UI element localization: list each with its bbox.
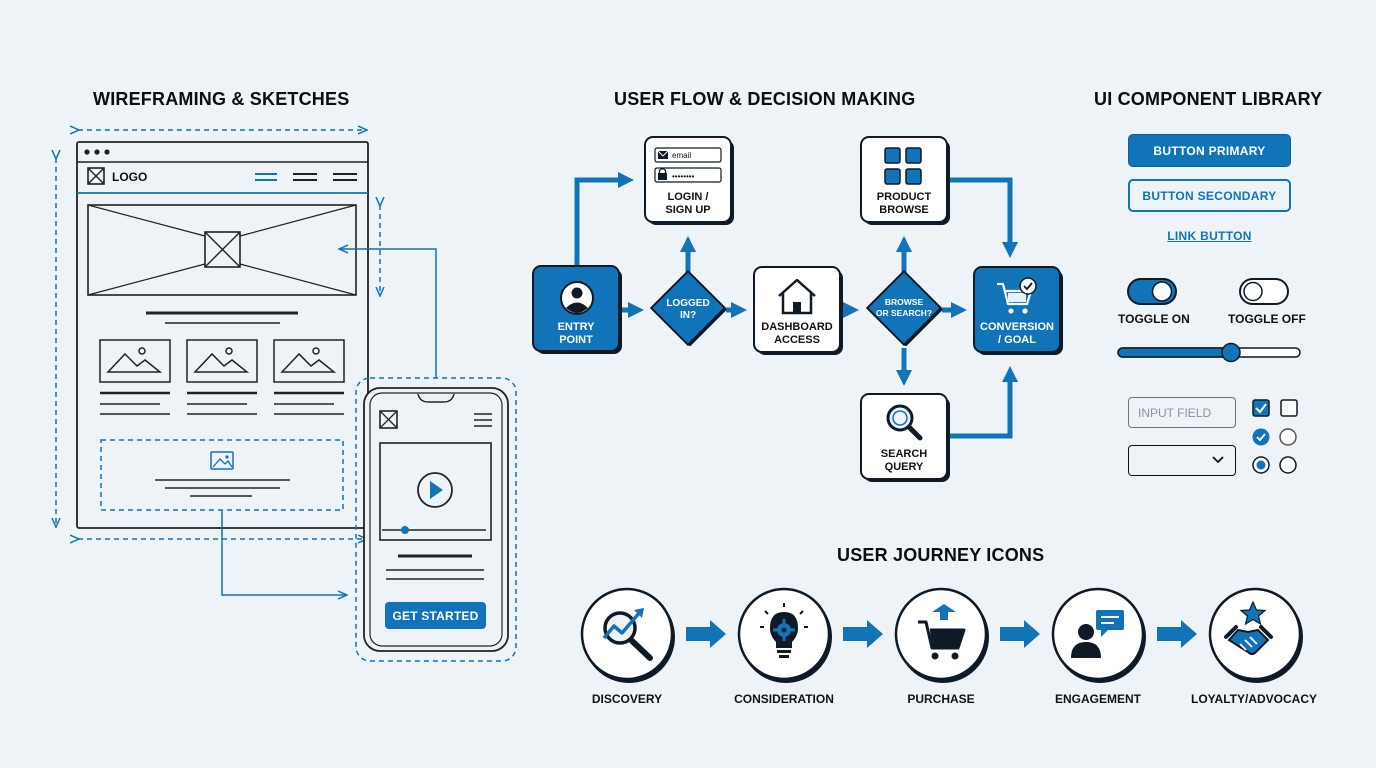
lock-icon [658,168,667,180]
select-dropdown[interactable] [1128,445,1236,476]
flow-label-entry: ENTRY POINT [557,321,595,346]
cart-check-icon [997,277,1037,314]
button-secondary[interactable]: BUTTON SECONDARY [1128,179,1291,212]
toggle-off[interactable] [1239,278,1289,305]
mobile-logo-icon [379,410,398,429]
home-icon [778,278,816,315]
toggle-off-label: TOGGLE OFF [1228,312,1306,326]
lightbulb-gear-icon [760,603,808,658]
cart-upload-icon [918,604,966,660]
flow-label-logged-in: LOGGED IN? [666,298,710,321]
flow-node-dashboard[interactable] [753,266,843,355]
journey-label-purchase: PURCHASE [907,692,975,706]
radio-unselected-1[interactable] [1279,428,1297,446]
wireframe-connectors [221,249,437,595]
image-card-3 [273,339,345,415]
journey-label-discovery: DISCOVERY [591,692,663,706]
flow-node-product[interactable] [860,136,950,225]
flow-label-dashboard: DASHBOARD ACCESS [761,321,833,346]
image-card-2 [186,339,258,415]
journey-label-loyalty: LOYALTY/ADVOCACY [1190,692,1317,706]
user-chat-icon [1071,610,1124,658]
grid-icon [884,147,922,185]
magnifier-icon [886,404,923,441]
get-started-button[interactable]: GET STARTED [385,602,486,629]
input-field[interactable]: INPUT FIELD [1128,397,1236,428]
checkbox-unchecked[interactable] [1280,399,1298,417]
mail-icon [657,150,669,159]
play-video-icon [417,472,453,508]
image-card-1 [99,339,171,415]
flow-node-login[interactable]: email •••••••• [644,136,734,225]
flow-label-product: PRODUCT BROWSE [876,191,932,216]
login-email-placeholder: email [672,151,691,160]
journey-discovery [580,587,675,683]
user-journey-title: USER JOURNEY ICONS [837,545,1045,565]
flow-label-login: LOGIN / SIGN UP [665,191,711,216]
journey-arrows [686,620,1197,648]
journey-label-engagement: ENGAGEMENT [1054,692,1141,706]
radio-check-selected[interactable] [1252,428,1270,446]
flow-node-entry[interactable] [532,265,622,354]
journey-consideration [737,587,832,683]
toggle-on-label: TOGGLE ON [1118,312,1190,326]
user-avatar-icon [560,281,594,315]
journey-engagement [1051,587,1146,683]
button-primary[interactable]: BUTTON PRIMARY [1128,134,1291,167]
mobile-wireframe [355,377,517,662]
chevron-down-icon [1212,456,1224,464]
desktop-wireframe [76,141,369,529]
link-button[interactable]: LINK BUTTON [1167,229,1252,243]
checkbox-checked[interactable] [1252,399,1270,417]
flow-node-conversion[interactable] [973,266,1063,355]
hero-image-placeholder [87,204,357,296]
wireframing-title: WIREFRAMING & SKETCHES [93,89,350,109]
wireframe-logo-text: LOGO [112,170,148,184]
flow-label-search: SEARCH QUERY [880,448,928,473]
user-flow-title: USER FLOW & DECISION MAKING [614,89,916,109]
component-library-title: UI COMPONENT LIBRARY [1094,89,1323,109]
handshake-star-icon [1224,600,1273,655]
mobile-menu-icon [474,413,492,427]
journey-purchase [894,587,989,683]
flow-label-browse-search: BROWSE OR SEARCH? [875,297,933,318]
toggle-on[interactable] [1127,278,1177,305]
slider[interactable] [1117,342,1301,363]
flow-decision-logged-in[interactable] [649,269,727,347]
radio-selected[interactable] [1252,456,1270,474]
flow-decision-browse-search[interactable] [865,269,943,347]
journey-loyalty [1208,587,1303,683]
journey-label-consideration: CONSIDERATION [734,692,834,706]
logo-icon [87,167,105,185]
banner-placeholder [100,439,344,511]
discovery-icon [602,608,653,661]
flow-node-search[interactable] [860,393,950,482]
flow-connectors [574,172,1018,439]
radio-unselected-2[interactable] [1279,456,1297,474]
hamburger-nav-icon [255,173,357,181]
flow-label-conversion: CONVERSION / GOAL [980,321,1054,346]
login-password-mask: •••••••• [672,172,695,181]
